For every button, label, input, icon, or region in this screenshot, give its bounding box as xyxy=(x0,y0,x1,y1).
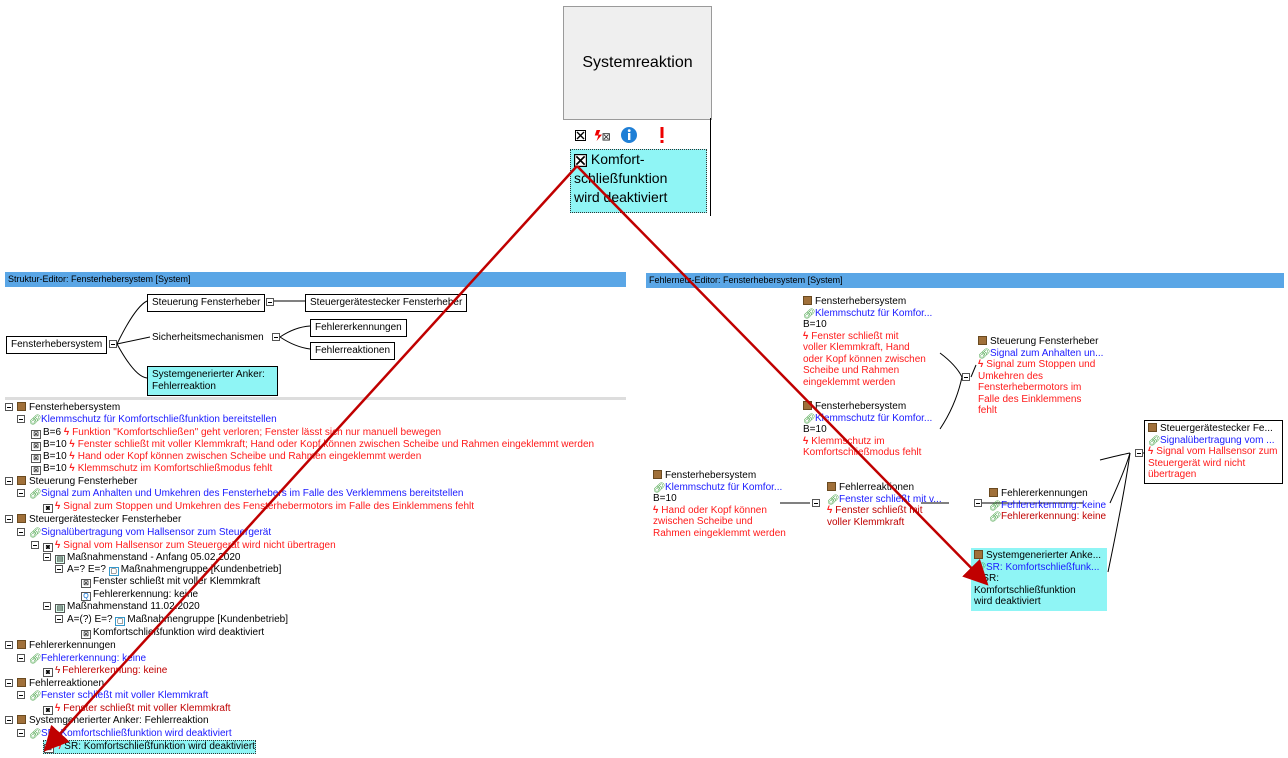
tree-row[interactable]: ▤Maßnahmenstand - Anfang 05.02.2020 xyxy=(43,552,240,564)
splitter[interactable] xyxy=(5,397,626,400)
tree-row[interactable]: ⊠Komfortschließfunktion wird deaktiviert xyxy=(81,627,264,639)
fnet-node-d[interactable]: Fehlerreaktionen 🔗︎Fenster schließt mit … xyxy=(827,482,942,528)
system-reaction-callout: Systemreaktion Komfort- schließfunktion … xyxy=(563,6,712,216)
tree-row[interactable]: 🔗︎Fehlererkennung: keine xyxy=(17,653,146,665)
tree-row[interactable]: Systemgenerierter Anker: Fehlerreaktion xyxy=(5,715,209,727)
collapse-toggle[interactable] xyxy=(272,333,280,341)
close-box-icon xyxy=(574,153,587,167)
callout-box-line-3: wird deaktiviert xyxy=(574,189,668,205)
collapse-toggle[interactable] xyxy=(974,499,982,507)
callout-box-line-1: Komfort- xyxy=(590,151,645,167)
anchor-line-2: Fehlerreaktion xyxy=(152,381,216,392)
tree-row[interactable]: ▤Maßnahmenstand 11.02.2020 xyxy=(43,601,200,613)
anchor-line-1: Systemgenerierter Anker: xyxy=(152,369,265,380)
failure-bolt-icon[interactable] xyxy=(594,129,612,141)
fnet-node-b[interactable]: Fensterhebersystem 🔗︎Klemmschutz für Kom… xyxy=(803,401,933,458)
structure-tree: Fensterhebersystem 🔗︎Klemmschutz für Kom… xyxy=(5,402,630,754)
tree-row[interactable]: 🔗︎Signal zum Anhalten und Umkehren des F… xyxy=(17,488,463,500)
collapse-toggle[interactable] xyxy=(962,373,970,381)
tree-row[interactable]: Steuergerätestecker Fensterheber xyxy=(5,514,181,526)
struct-node-sicherheit[interactable]: Sicherheitsmechanismen xyxy=(152,332,264,343)
tree-row[interactable]: Fehlererkennungen xyxy=(5,640,116,652)
tree-row[interactable]: Fensterhebersystem xyxy=(5,402,120,414)
fnet-editor-titlebar: Fehlernetz-Editor: Fensterhebersystem [S… xyxy=(646,273,1284,288)
callout-divider xyxy=(710,118,711,216)
callout-box-line-2: schließfunktion xyxy=(574,170,668,186)
collapse-toggle[interactable] xyxy=(109,340,117,348)
info-icon[interactable] xyxy=(620,126,638,144)
callout-title: Systemreaktion xyxy=(563,6,712,120)
callout-toolbar xyxy=(575,126,666,144)
close-box-icon[interactable] xyxy=(575,129,586,141)
fnet-node-e[interactable]: Steuerung Fensterheber 🔗︎Signal zum Anha… xyxy=(978,336,1104,416)
struct-node-root[interactable]: Fensterhebersystem xyxy=(6,336,108,354)
struct-editor-titlebar: Struktur-Editor: Fensterhebersystem [Sys… xyxy=(5,272,626,287)
tree-row[interactable]: 🔗︎Klemmschutz für Komfortschließfunktion… xyxy=(17,414,277,426)
fnet-node-g-selected[interactable]: Systemgenerierter Anke... 🔗︎SR: Komforts… xyxy=(971,548,1107,611)
collapse-toggle[interactable] xyxy=(812,499,820,507)
tree-row[interactable]: ⊠Fenster schließt mit voller Klemmkraft xyxy=(81,576,260,588)
fnet-node-c[interactable]: Fensterhebersystem 🔗︎Klemmschutz für Kom… xyxy=(653,470,786,539)
fnet-node-f[interactable]: Fehlererkennungen 🔗︎Fehlererkennung: kei… xyxy=(989,488,1107,523)
tree-row[interactable]: Fehlerreaktionen xyxy=(5,678,104,690)
struct-node-fehlererk[interactable]: Fehlererkennungen xyxy=(310,319,407,337)
callout-highlight-box[interactable]: Komfort- schließfunktion wird deaktivier… xyxy=(570,149,707,213)
tree-row[interactable]: Steuerung Fensterheber xyxy=(5,476,137,488)
collapse-toggle[interactable] xyxy=(266,298,274,306)
tree-row[interactable]: 🔗︎Fenster schließt mit voller Klemmkraft xyxy=(17,690,208,702)
tree-row[interactable]: A=? E=? ▢Maßnahmengruppe [Kundenbetrieb] xyxy=(55,564,281,576)
fnet-node-h[interactable]: Steuergerätestecker Fe... 🔗︎Signalübertr… xyxy=(1144,420,1283,484)
struct-node-fehlerreak[interactable]: Fehlerreaktionen xyxy=(310,342,396,360)
fnet-node-a[interactable]: Fensterhebersystem 🔗︎Klemmschutz für Kom… xyxy=(803,296,933,388)
tree-row[interactable]: A=(?) E=? ▢Maßnahmengruppe [Kundenbetrie… xyxy=(55,614,288,626)
warning-exclamation-icon[interactable] xyxy=(658,126,666,144)
tree-row[interactable]: 🔗︎SR: Komfortschließfunktion wird deakti… xyxy=(17,728,232,740)
struct-node-anchor[interactable]: Systemgenerierter Anker: Fehlerreaktion xyxy=(147,366,278,396)
struct-node-steuerung[interactable]: Steuerung Fensterheber xyxy=(147,294,266,312)
tree-row[interactable]: 🔗︎Signalübertragung vom Hallsensor zum S… xyxy=(17,527,271,539)
struct-node-steckr[interactable]: Steuergerätestecker Fensterheber xyxy=(305,294,468,312)
collapse-toggle[interactable] xyxy=(1135,449,1143,457)
